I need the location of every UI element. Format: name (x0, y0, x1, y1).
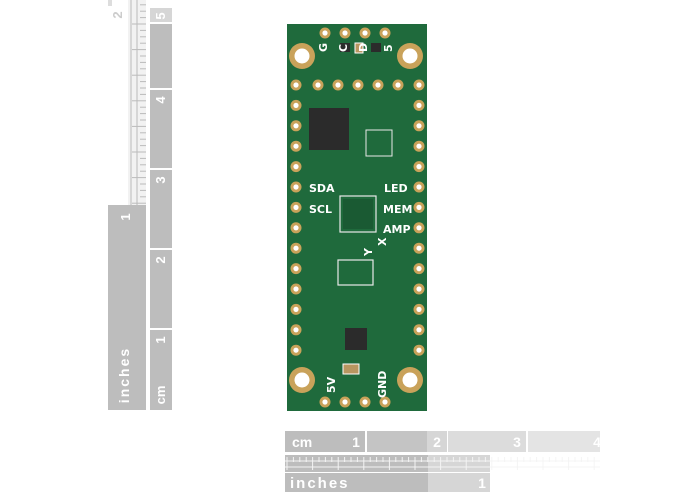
cm-mark-4: 4 (153, 96, 168, 104)
label-scl: SCL (309, 203, 332, 216)
inch-mark-1: 1 (118, 213, 133, 220)
cm-mark-4-h: 4 (593, 434, 601, 450)
inch-mark-1-h: 1 (478, 475, 486, 491)
label-5v: 5V (325, 376, 338, 393)
vertical-ruler: 2 1 inches cm 1 2 3 4 5 (108, 0, 172, 410)
cm-label: cm (153, 386, 168, 405)
label-axis-y: Y (362, 247, 375, 257)
cm-mark-1: 1 (153, 336, 168, 343)
inches-bar-h (285, 473, 428, 492)
mcu-outline (339, 195, 377, 233)
amplifier-chip (345, 328, 367, 350)
label-sda: SDA (309, 182, 335, 195)
memory-chip (309, 108, 349, 150)
cm-mark-3: 3 (153, 176, 168, 183)
label-gnd: GND (376, 371, 389, 398)
inches-label-h: inches (290, 475, 350, 492)
accelerometer-outline (337, 259, 374, 286)
cm-label-h: cm (292, 434, 312, 450)
label-axis-x: X (376, 237, 389, 246)
cm-mark-1-h: 1 (352, 434, 360, 450)
pcb-board: SDA SCL LED MEM AMP 5V GND Y X G C D 5 (287, 24, 427, 411)
inches-bar (108, 205, 146, 410)
pin-label-g: G (317, 43, 330, 52)
label-amp: AMP (383, 223, 411, 236)
cm-mark-5: 5 (153, 12, 168, 19)
label-led: LED (384, 182, 408, 195)
horizontal-ruler: cm 1 2 3 4 inches 1 (285, 431, 601, 492)
sensor-outline (365, 129, 393, 157)
inch-mark-2: 2 (110, 11, 125, 18)
inches-label: inches (116, 347, 132, 403)
cm-mark-2: 2 (153, 256, 168, 263)
cm-mark-2-h: 2 (433, 434, 441, 450)
cm-mark-3-h: 3 (513, 434, 521, 450)
label-mem: MEM (383, 203, 412, 216)
pin-label-c: C (337, 44, 350, 52)
pin-label-5: 5 (382, 44, 395, 52)
pin-label-d: D (357, 43, 370, 52)
